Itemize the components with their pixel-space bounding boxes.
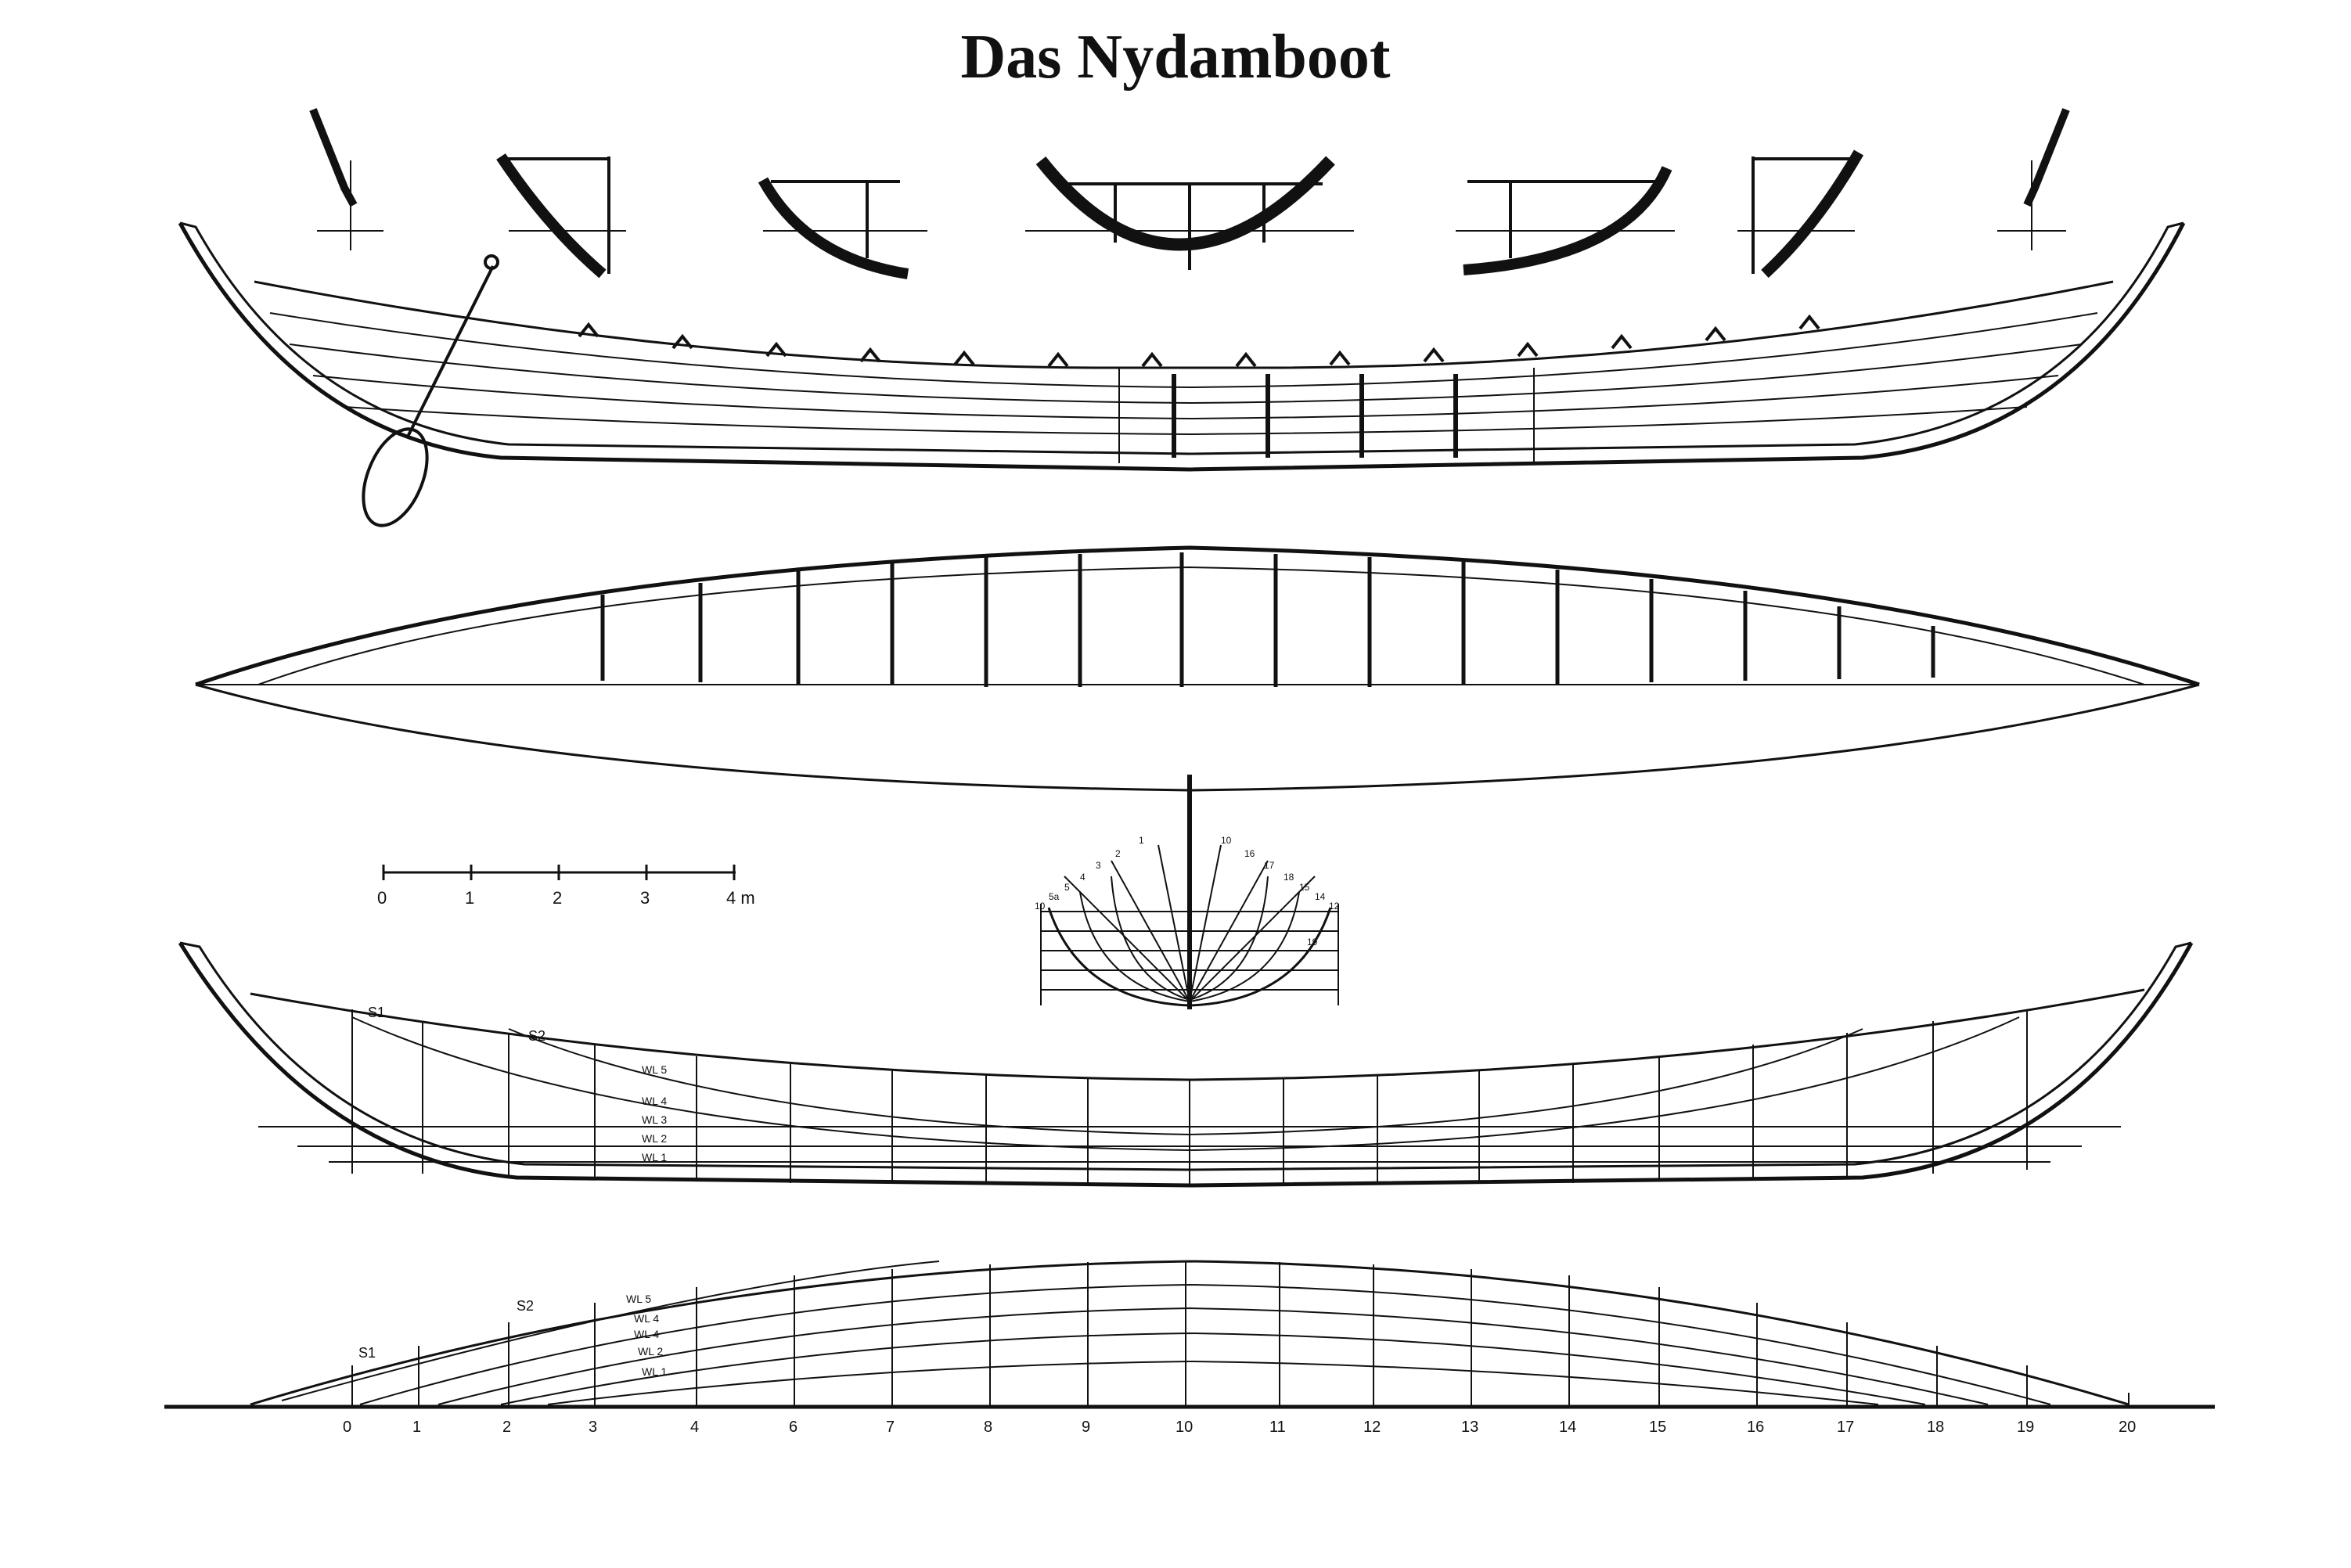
waterline-label: WL 5 — [626, 1293, 651, 1305]
station-lines-plan — [351, 1261, 2130, 1407]
body-plan-number: 18 — [1284, 872, 1294, 883]
station-number: 18 — [1927, 1419, 1944, 1436]
station-number: 2 — [502, 1419, 511, 1436]
half-breadth-plan — [164, 1260, 2215, 1409]
steering-oar — [362, 254, 499, 527]
frame-section-1 — [309, 108, 383, 250]
page-title: Das Nydamboot — [960, 23, 1391, 92]
body-plan-number: 19 — [1307, 937, 1318, 948]
body-plan-number: 4 — [1080, 872, 1085, 883]
station-number: 19 — [2017, 1419, 2034, 1436]
station-number: 10 — [1176, 1419, 1193, 1436]
scale-tick-label: 1 — [465, 888, 474, 908]
station-number: 7 — [886, 1419, 895, 1436]
frame-ribs-elevation — [1172, 374, 1458, 458]
oarlock-row — [578, 314, 1820, 368]
station-number: 20 — [2119, 1419, 2136, 1436]
waterline-label: WL 1 — [642, 1151, 667, 1163]
scale-tick-label: 2 — [553, 888, 562, 908]
station-number: 8 — [984, 1419, 992, 1436]
station-number: 16 — [1747, 1419, 1764, 1436]
frame-section-5 — [1456, 166, 1675, 275]
frame-ribs-plan — [600, 552, 1935, 687]
scale-bar — [382, 865, 736, 880]
body-plan-number: 1 — [1139, 835, 1144, 846]
waterline-label: WL 4 — [642, 1095, 667, 1107]
waterline-label: WL 4 — [634, 1328, 659, 1340]
station-number: 15 — [1649, 1419, 1666, 1436]
body-plan-number: 10 — [1221, 835, 1232, 846]
station-number: 13 — [1461, 1419, 1478, 1436]
section-label: S1 — [368, 1005, 385, 1020]
body-plan-number: 15 — [1299, 882, 1310, 893]
body-plan-number: 14 — [1315, 891, 1326, 902]
body-plan — [1040, 775, 1339, 1009]
waterline-label: WL 3 — [642, 1113, 667, 1126]
body-plan-number: 16 — [1244, 848, 1255, 859]
station-lines-profile — [351, 1009, 2028, 1185]
station-number: 0 — [343, 1419, 351, 1436]
station-number: 12 — [1363, 1419, 1381, 1436]
section-label: S2 — [528, 1028, 545, 1044]
station-number: 6 — [789, 1419, 797, 1436]
waterline-label: WL 4 — [634, 1312, 659, 1325]
station-number: 14 — [1559, 1419, 1576, 1436]
body-plan-number: 10 — [1035, 901, 1046, 912]
scale-tick-label: 0 — [377, 888, 387, 908]
body-plan-number: 3 — [1096, 860, 1101, 871]
body-plan-number: 5a — [1049, 891, 1060, 902]
frame-section-2 — [496, 153, 626, 279]
station-number: 1 — [412, 1419, 421, 1436]
station-number: 17 — [1837, 1419, 1854, 1436]
waterline-label: WL 2 — [638, 1345, 663, 1358]
frame-section-6 — [1737, 149, 1864, 279]
station-number: 3 — [589, 1419, 597, 1436]
station-number: 4 — [690, 1419, 699, 1436]
side-elevation — [178, 221, 2186, 472]
waterline-label: WL 5 — [642, 1063, 667, 1076]
frame-section-4 — [1025, 156, 1354, 270]
plan-view — [195, 545, 2200, 792]
frame-section-7 — [1997, 108, 2070, 250]
frame-section-3 — [758, 177, 927, 279]
waterline-label: WL 2 — [642, 1132, 667, 1145]
section-label: S2 — [517, 1298, 534, 1314]
body-plan-number: 5 — [1064, 882, 1070, 893]
scale-tick-label: 4 m — [726, 888, 755, 908]
station-number: 9 — [1082, 1419, 1090, 1436]
lines-plan-profile — [178, 941, 2194, 1188]
body-plan-number: 17 — [1264, 860, 1275, 871]
station-number: 11 — [1269, 1419, 1286, 1436]
section-label: S1 — [358, 1345, 376, 1361]
body-plan-number: 2 — [1115, 848, 1121, 859]
waterline-label: WL 1 — [642, 1365, 667, 1378]
body-plan-number: 12 — [1329, 901, 1340, 912]
scale-tick-label: 3 — [640, 888, 650, 908]
